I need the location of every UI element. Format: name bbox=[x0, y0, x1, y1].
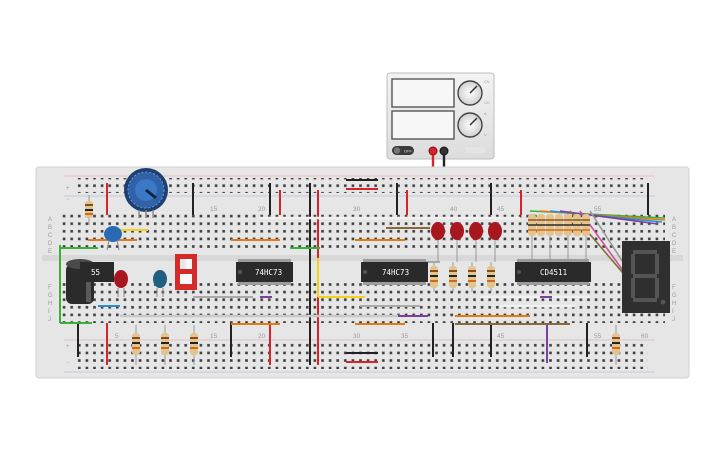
svg-text:55: 55 bbox=[594, 333, 602, 340]
ic-555[interactable]: 55 bbox=[80, 262, 114, 282]
knob-label-cc: CC bbox=[484, 100, 490, 105]
svg-text:30: 30 bbox=[353, 333, 361, 340]
column-numbers-top: 15 20 30 40 45 55 bbox=[210, 206, 602, 213]
top-rail-holes[interactable] bbox=[74, 178, 648, 193]
svg-text:35: 35 bbox=[401, 333, 409, 340]
svg-text:H: H bbox=[672, 301, 676, 307]
rail-marker-top-plus: + bbox=[66, 186, 70, 192]
rail-marker-top-minus: − bbox=[66, 197, 70, 203]
svg-text:A: A bbox=[672, 217, 676, 223]
svg-text:E: E bbox=[672, 249, 676, 255]
signal-wires[interactable] bbox=[59, 210, 666, 325]
svg-text:A: A bbox=[48, 217, 52, 223]
svg-text:D: D bbox=[672, 241, 677, 247]
power-switch[interactable]: OFF bbox=[392, 146, 414, 155]
ic-74hc73-a-label: 74HC73 bbox=[255, 268, 282, 277]
ic-74hc73-b-label: 74HC73 bbox=[382, 268, 409, 277]
ic-cd4511-label: CD4511 bbox=[540, 268, 567, 277]
power-switch-label: OFF bbox=[404, 149, 413, 154]
svg-text:45: 45 bbox=[497, 333, 505, 340]
seven-segment-display[interactable]: 2 bbox=[622, 241, 670, 313]
svg-text:20: 20 bbox=[258, 206, 266, 213]
ic-555-label: 55 bbox=[91, 268, 100, 277]
dip-switch[interactable] bbox=[175, 254, 197, 290]
svg-text:20: 20 bbox=[258, 333, 266, 340]
svg-text:5: 5 bbox=[115, 333, 119, 340]
svg-text:C: C bbox=[672, 233, 677, 239]
svg-text:I: I bbox=[672, 309, 674, 315]
negative-terminal[interactable] bbox=[439, 146, 449, 156]
brand-mark bbox=[465, 147, 485, 153]
svg-text:J: J bbox=[48, 317, 51, 323]
svg-text:30: 30 bbox=[353, 206, 361, 213]
knob-label-v: V bbox=[484, 132, 487, 137]
resistors[interactable] bbox=[85, 195, 620, 365]
svg-text:B: B bbox=[672, 225, 676, 231]
row-letters-right: A B C D E F G H I J bbox=[672, 217, 677, 323]
svg-text:40: 40 bbox=[450, 206, 458, 213]
current-display bbox=[391, 110, 455, 140]
red-led[interactable] bbox=[114, 270, 128, 297]
led-bank[interactable] bbox=[431, 222, 502, 262]
svg-text:D: D bbox=[48, 241, 53, 247]
rail-marker-bottom-minus: − bbox=[66, 360, 70, 366]
svg-text:I: I bbox=[48, 309, 50, 315]
svg-text:55: 55 bbox=[594, 206, 602, 213]
ic-cd4511[interactable]: CD4511 bbox=[515, 262, 591, 282]
rail-marker-bottom-plus: + bbox=[66, 344, 70, 350]
svg-text:F: F bbox=[672, 285, 676, 291]
svg-text:C: C bbox=[48, 233, 53, 239]
bottom-rail-holes[interactable] bbox=[74, 343, 648, 369]
svg-text:F: F bbox=[48, 285, 52, 291]
svg-text:G: G bbox=[672, 293, 677, 299]
svg-text:H: H bbox=[48, 301, 52, 307]
svg-text:45: 45 bbox=[497, 206, 505, 213]
potentiometer[interactable] bbox=[124, 168, 168, 218]
svg-text:E: E bbox=[48, 249, 52, 255]
current-knob[interactable] bbox=[457, 112, 483, 138]
knob-label-cv: CV bbox=[484, 79, 490, 84]
svg-text:15: 15 bbox=[210, 333, 218, 340]
row-letters-left: A B C D E F G H I J bbox=[48, 217, 53, 323]
chip-pins bbox=[238, 259, 589, 285]
svg-text:G: G bbox=[48, 293, 53, 299]
blue-led[interactable] bbox=[153, 270, 167, 297]
voltage-display bbox=[391, 78, 455, 108]
svg-text:B: B bbox=[48, 225, 52, 231]
voltage-knob[interactable] bbox=[457, 80, 483, 106]
power-supply[interactable]: CV CC A V OFF bbox=[386, 72, 495, 160]
svg-text:60: 60 bbox=[641, 333, 649, 340]
segment-off bbox=[631, 250, 666, 305]
svg-text:J: J bbox=[672, 317, 675, 323]
knob-label-a: A bbox=[484, 111, 487, 116]
ic-74hc73-a[interactable]: 74HC73 bbox=[236, 262, 293, 282]
ic-74hc73-b[interactable]: 74HC73 bbox=[361, 262, 428, 282]
svg-text:15: 15 bbox=[210, 206, 218, 213]
positive-terminal[interactable] bbox=[428, 146, 438, 156]
column-numbers-bottom: 5 15 20 30 35 45 55 60 bbox=[115, 333, 649, 340]
ceramic-capacitor[interactable] bbox=[104, 226, 122, 251]
